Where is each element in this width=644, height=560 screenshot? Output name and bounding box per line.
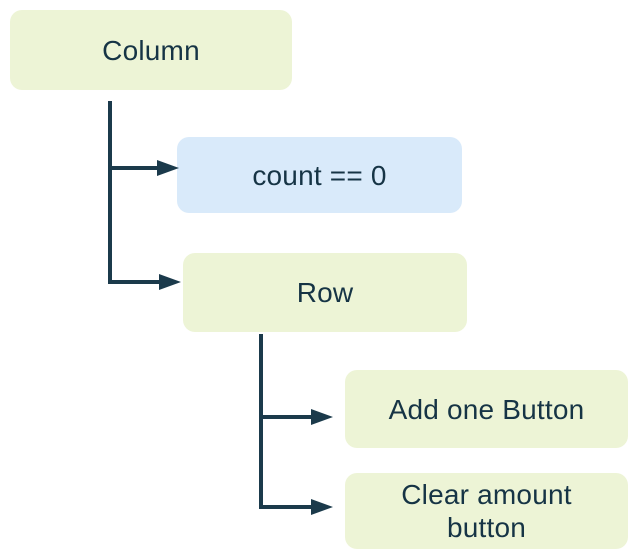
node-clear-amount-button: Clear amount button (345, 473, 628, 549)
node-clear-amount-button-label: Clear amount button (401, 479, 572, 543)
arrowhead-icon (159, 274, 181, 290)
arrowhead-icon (311, 409, 333, 425)
connector-column-to-condition (108, 166, 158, 170)
arrowhead-icon (311, 499, 333, 515)
connector-column-trunk (108, 101, 112, 284)
connector-row-trunk (259, 334, 263, 509)
connector-row-to-clear-amount (259, 505, 311, 509)
node-row-label: Row (296, 277, 354, 308)
arrowhead-icon (157, 160, 179, 176)
node-add-one-button: Add one Button (345, 370, 628, 448)
node-add-one-button-label: Add one Button (388, 393, 585, 425)
node-column: Column (10, 10, 292, 90)
node-column-label: Column (102, 34, 200, 66)
node-count-condition: count == 0 (177, 137, 462, 213)
connector-row-to-add-one (259, 415, 311, 419)
connector-column-to-row (108, 280, 160, 284)
node-count-condition-label: count == 0 (252, 159, 387, 191)
node-row: Row (183, 253, 467, 332)
